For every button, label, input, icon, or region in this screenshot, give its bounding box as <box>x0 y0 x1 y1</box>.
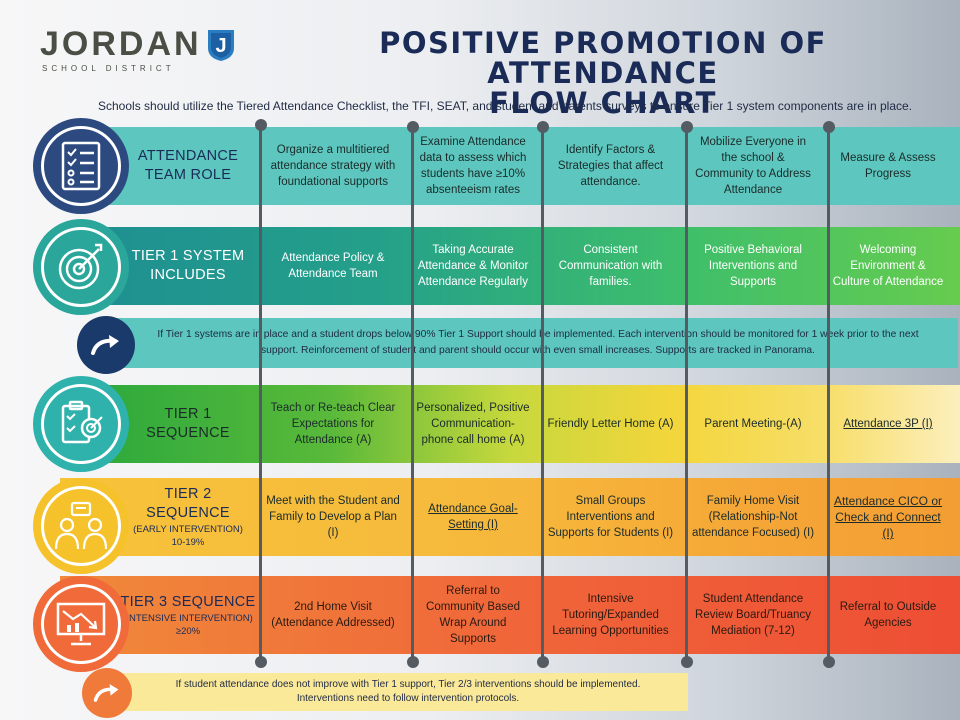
row-label-line-1: TIER 1 SYSTEM <box>131 248 245 264</box>
people-chat-icon <box>54 501 108 550</box>
title-line-1: POSITIVE PROMOTION OF ATTENDANCE <box>379 26 827 90</box>
team-cell-3: Identify Factors & Strategies that affec… <box>557 144 664 188</box>
tier3-cell-1: 2nd Home Visit (Attendance Addressed) <box>271 601 395 629</box>
tier1-system-cell-1: Attendance Policy & Attendance Team <box>281 252 385 280</box>
logo-subtitle: SCHOOL DISTRICT <box>42 64 175 73</box>
team-cell-1: Organize a multitiered attendance strate… <box>270 144 396 188</box>
connector-line-2 <box>411 124 414 662</box>
row-label-sub-1: (EARLY INTERVENTION) <box>133 524 243 535</box>
row-label: TIER 3 SEQUENCE (INTENSIVE INTERVENTION)… <box>60 576 258 654</box>
logo-wordmark: JORDAN <box>40 25 202 63</box>
tier1-system-cell-5: Welcoming Environment & Culture of Atten… <box>832 244 944 288</box>
connector-dot <box>537 656 549 668</box>
connector-dot <box>823 121 835 133</box>
tier1-seq-cell-2: Personalized, Positive Communication- ph… <box>416 402 530 446</box>
tier1-system-cell-3: Consistent Communication with families. <box>558 244 663 288</box>
row-label-line-1: TIER 2 <box>164 486 212 502</box>
row-tier1-sequence: TIER 1 SEQUENCE Teach or Re-teach Clear … <box>60 385 960 463</box>
row-label: TIER 2 SEQUENCE (EARLY INTERVENTION) 10-… <box>60 478 258 556</box>
arrow-right-icon <box>93 684 119 702</box>
arrow-circle <box>77 316 135 374</box>
checklist-circle <box>33 118 129 214</box>
row-tier1-system-includes: TIER 1 SYSTEM INCLUDES Attendance Policy… <box>60 227 960 305</box>
people-circle <box>33 478 129 574</box>
arrow-circle-2 <box>82 668 132 718</box>
connector-line-4 <box>685 124 688 662</box>
connector-dot <box>407 121 419 133</box>
clipboard-target-icon <box>61 400 103 444</box>
jordan-logo: JORDAN SCHOOL DISTRICT J <box>40 26 240 74</box>
row-label-sub-2: ≥20% <box>175 625 201 637</box>
row-label-line-1: TIER 3 SEQUENCE <box>120 593 256 610</box>
tier2-cell-3: Small Groups Interventions and Supports … <box>547 495 674 539</box>
row-tier3-sequence: TIER 3 SEQUENCE (INTENSIVE INTERVENTION)… <box>60 576 960 654</box>
row-label-line-1: ATTENDANCE <box>137 148 239 164</box>
tier2-3-note-line-2: Interventions need to follow interventio… <box>296 693 520 704</box>
connector-dot <box>255 119 267 131</box>
tier3-cell-5: Referral to Outside Agencies <box>839 601 937 629</box>
team-cell-5: Measure & Assess Progress <box>840 152 936 180</box>
tier1-system-cell-4: Positive Behavioral Interventions and Su… <box>704 244 802 288</box>
page-subtitle: Schools should utilize the Tiered Attend… <box>98 99 912 113</box>
shield-icon: J <box>208 30 234 61</box>
page-title: POSITIVE PROMOTION OF ATTENDANCE FLOW CH… <box>258 28 948 118</box>
tier3-cell-2: Referral to Community Based Wrap Around … <box>426 585 520 645</box>
connector-dot <box>681 121 693 133</box>
attendance-goal-setting-link-text[interactable]: Attendance Goal-Setting (I) <box>428 503 518 531</box>
presentation-circle <box>33 576 129 672</box>
tier1-seq-cell-3: Friendly Letter Home (A) <box>547 418 674 430</box>
attendance-3p-link[interactable]: Attendance 3P (I) <box>823 385 953 463</box>
row-label-line-2: SEQUENCE <box>146 425 230 441</box>
attendance-goal-setting-link[interactable]: Attendance Goal-Setting (I) <box>408 478 538 556</box>
row-label-line-1: TIER 1 <box>164 406 212 422</box>
row-label-line-2: SEQUENCE <box>146 505 230 521</box>
chart-presentation-icon <box>56 602 106 646</box>
attendance-cico-link[interactable]: Attendance CICO or Check and Connect (I) <box>823 478 953 556</box>
connector-dot <box>681 656 693 668</box>
attendance-cico-link-text[interactable]: Attendance CICO or Check and Connect (I) <box>833 494 943 540</box>
connector-dot <box>537 121 549 133</box>
tier3-cell-4: Student Attendance Review Board/Truancy … <box>695 593 811 637</box>
checklist-icon <box>61 141 101 191</box>
svg-text:J: J <box>215 35 226 57</box>
tier3-cell-3: Intensive Tutoring/Expanded Learning Opp… <box>552 593 669 637</box>
row-label-sub-1: (INTENSIVE INTERVENTION) <box>123 612 253 624</box>
connector-dot <box>407 656 419 668</box>
clipboard-circle <box>33 376 129 472</box>
connector-line-1 <box>259 124 262 662</box>
tier1-seq-cell-1: Teach or Re-teach Clear Expectations for… <box>270 402 396 446</box>
row-label: ATTENDANCE TEAM ROLE <box>60 127 258 205</box>
row-label: TIER 1 SEQUENCE <box>60 385 258 463</box>
target-icon <box>58 243 103 290</box>
tier2-3-note-line-1: If student attendance does not improve w… <box>175 679 641 690</box>
connector-dot <box>255 656 267 668</box>
tier1-seq-cell-4: Parent Meeting-(A) <box>704 418 802 430</box>
connector-line-3 <box>541 124 544 662</box>
row-label-line-2: TEAM ROLE <box>144 167 232 183</box>
connector-line-5 <box>827 124 830 662</box>
tier1-support-note: If Tier 1 systems are in place and a stu… <box>98 318 958 368</box>
row-tier2-sequence: TIER 2 SEQUENCE (EARLY INTERVENTION) 10-… <box>60 478 960 556</box>
row-attendance-team-role: ATTENDANCE TEAM ROLE Organize a multitie… <box>60 127 960 205</box>
tier2-cell-1: Meet with the Student and Family to Deve… <box>266 495 400 539</box>
row-label-sub-2: 10-19% <box>171 537 205 548</box>
row-label: TIER 1 SYSTEM INCLUDES <box>60 227 258 305</box>
team-cell-4: Mobilize Everyone in the school & Commun… <box>695 136 811 196</box>
title-line-2: FLOW CHART <box>489 86 717 120</box>
tier1-system-cell-2: Taking Accurate Attendance & Monitor Att… <box>417 244 529 288</box>
row-label-line-2: INCLUDES <box>150 267 226 283</box>
attendance-3p-link-text[interactable]: Attendance 3P (I) <box>843 418 933 430</box>
tier2-3-note: If student attendance does not improve w… <box>108 673 688 711</box>
connector-dot <box>823 656 835 668</box>
team-cell-2: Examine Attendance data to assess which … <box>419 136 527 196</box>
arrow-right-icon <box>91 335 119 355</box>
tier2-cell-4: Family Home Visit (Relationship-Not atte… <box>691 495 815 539</box>
target-circle <box>33 219 129 315</box>
